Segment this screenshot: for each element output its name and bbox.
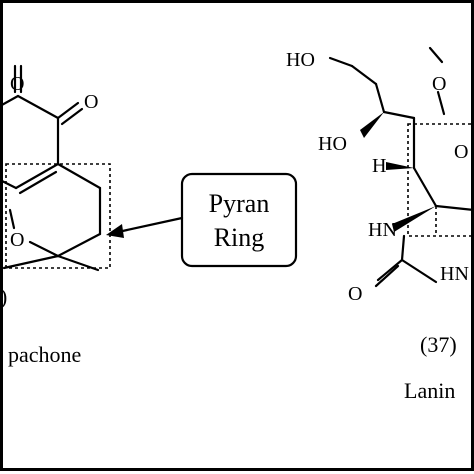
callout-text: Ring bbox=[214, 223, 265, 252]
wedge-bond bbox=[386, 162, 414, 170]
atom-label-ho: HO bbox=[286, 49, 315, 71]
atom-label-o: O bbox=[84, 91, 98, 113]
bond bbox=[2, 254, 60, 270]
pyran-ring-callout: Pyran Ring bbox=[106, 172, 298, 268]
bond bbox=[56, 254, 100, 272]
pyran-highlight-box bbox=[5, 163, 111, 269]
bond bbox=[60, 107, 84, 126]
bond bbox=[400, 258, 438, 284]
bond bbox=[0, 94, 20, 108]
atom-label-o: O bbox=[454, 141, 468, 163]
bond bbox=[28, 240, 60, 258]
bond bbox=[350, 64, 378, 86]
bond bbox=[56, 232, 102, 258]
atom-label-hn: HN bbox=[368, 219, 397, 241]
bond bbox=[428, 46, 444, 64]
bond bbox=[0, 178, 18, 190]
callout-arrow-line bbox=[116, 216, 184, 234]
wedge-bond bbox=[392, 206, 436, 232]
bond bbox=[374, 82, 386, 114]
compound-name-label: pachone bbox=[8, 342, 81, 367]
bond bbox=[436, 90, 446, 116]
bond bbox=[14, 162, 60, 190]
compound-number-label: (37) bbox=[420, 332, 457, 357]
compound-number-label: ) bbox=[0, 284, 7, 309]
compound-name-label: Lanin bbox=[404, 378, 455, 403]
atom-label-o: O bbox=[432, 73, 446, 95]
bond bbox=[374, 264, 400, 288]
bond bbox=[434, 204, 474, 212]
atom-label-hn: HN bbox=[440, 263, 469, 285]
bond bbox=[412, 166, 438, 208]
bond bbox=[16, 94, 60, 120]
right-molecule: HO HO O O H HN HN O (37) Lanin bbox=[286, 46, 474, 403]
bond bbox=[56, 101, 80, 120]
bond bbox=[382, 110, 416, 120]
atom-label-h: H bbox=[372, 155, 386, 177]
left-molecule: O O O ) pachone bbox=[0, 64, 111, 367]
atom-label-o: O bbox=[348, 283, 362, 305]
atom-label-o: O bbox=[10, 229, 24, 251]
bond bbox=[8, 208, 16, 230]
callout-text: Pyran bbox=[209, 189, 270, 218]
atom-label-o: O bbox=[10, 73, 24, 95]
bond bbox=[56, 162, 102, 190]
wedge-bond bbox=[360, 112, 384, 138]
bond bbox=[376, 258, 404, 282]
bond bbox=[328, 56, 354, 68]
atom-label-ho: HO bbox=[318, 133, 347, 155]
callout-box bbox=[180, 172, 298, 268]
pyran-highlight-box bbox=[407, 123, 474, 237]
bond bbox=[18, 170, 58, 195]
bond bbox=[400, 234, 406, 262]
callout-arrowhead bbox=[106, 224, 124, 238]
